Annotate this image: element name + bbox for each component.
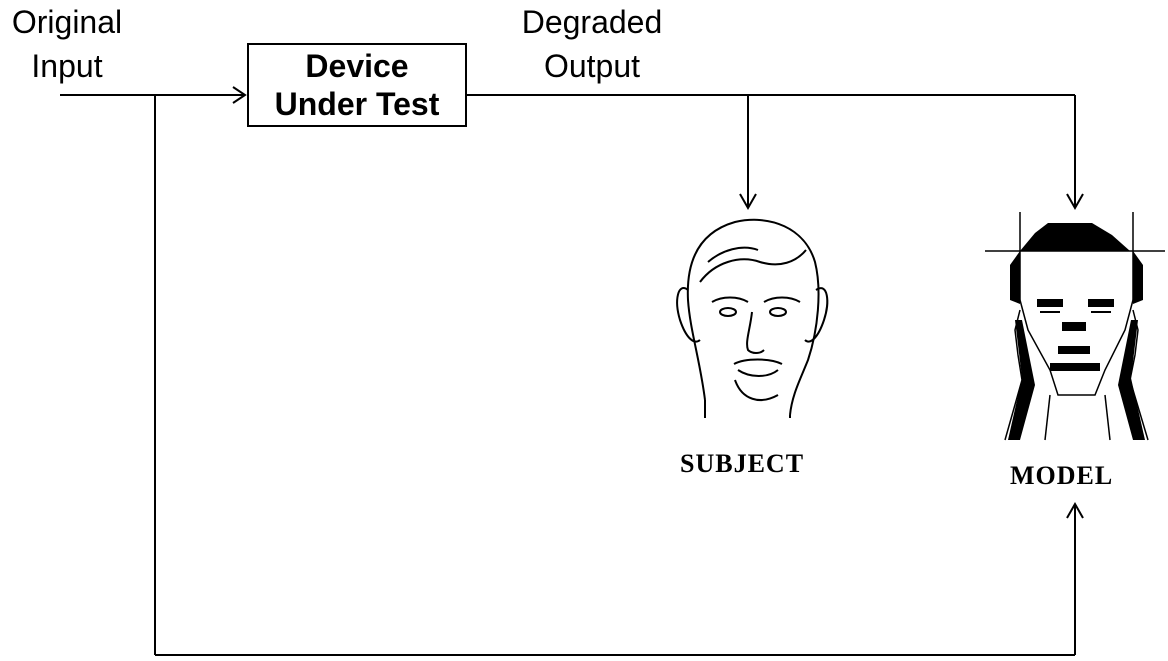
model-bottom-arrowhead (1066, 501, 1084, 519)
degraded-output-label: Degraded Output (521, 4, 663, 84)
model-top-arrowhead (1066, 193, 1084, 211)
subject-label: SUBJECT (680, 449, 805, 478)
subject-face-icon (676, 218, 829, 418)
input-arrowhead (232, 86, 247, 104)
subject-arrowhead (739, 193, 757, 211)
device-under-test-box: Device Under Test (247, 43, 467, 127)
model-face-icon (985, 212, 1165, 441)
model-label: MODEL (1010, 461, 1114, 490)
original-input-label: Original Input (11, 4, 123, 84)
